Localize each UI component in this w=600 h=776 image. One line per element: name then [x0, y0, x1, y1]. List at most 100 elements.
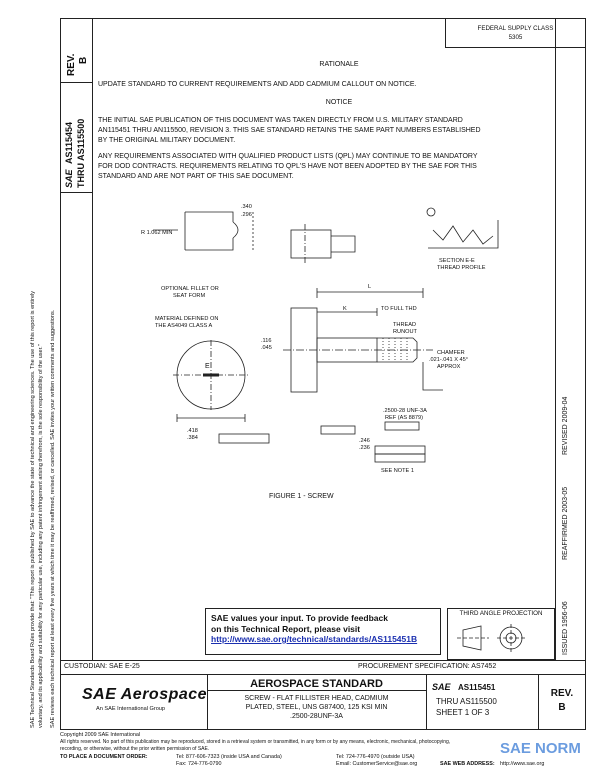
fcf-frame-4: [374, 453, 426, 463]
side-sae-prefix: SAE: [64, 169, 74, 188]
procurement-spec: PROCUREMENT SPECIFICATION: AS7452: [358, 663, 497, 670]
projection-box: [447, 608, 555, 660]
disclaimer-line1: SAE Technical Standards Board Rules prov…: [30, 290, 36, 728]
doc-prefix: SAE: [432, 682, 451, 692]
rights-line2: recording, or otherwise, without the pri…: [60, 746, 210, 752]
thread-profile-base: [428, 220, 499, 249]
material-label-1: MATERIAL DEFINED ON: [155, 316, 218, 322]
dim-384: .384: [187, 435, 198, 441]
header-stamp-box: [445, 18, 586, 48]
screw-shank-stub: [331, 235, 356, 253]
dim-296: .296: [241, 212, 252, 218]
tel-usa: Tel: 877-606-7323 (inside USA and Canada…: [176, 754, 282, 760]
dim-418: .418: [187, 428, 198, 434]
title-block-row1: [60, 674, 586, 675]
dim-l-label: L: [368, 284, 371, 290]
rights-line1: All rights reserved. No part of this pub…: [60, 739, 451, 745]
sae-aerospace-logo: SAE Aerospace: [82, 686, 208, 703]
email: Email: CustomerService@sae.org: [336, 761, 418, 767]
issued-label: ISSUED 1956-06: [562, 601, 569, 655]
tel-outside: Tel: 724-776-4970 (outside USA): [336, 754, 415, 760]
side-rev-label: REV.: [66, 53, 77, 76]
header-stamp-line2: 5305: [508, 34, 523, 41]
fcf-frame-2: [320, 425, 356, 435]
thread-spec-2: REF (AS 8879): [385, 415, 423, 421]
rev-value: B: [558, 702, 566, 713]
dim-236: .236: [359, 445, 370, 451]
disclaimer-line3: SAE reviews each technical report at lea…: [50, 309, 56, 728]
fcf-frame-3: [374, 445, 426, 455]
section-label-1: SECTION E-E: [439, 258, 475, 264]
material-label-2: THE AS4049 CLASS A: [155, 323, 212, 329]
side-doc-thru: THRU AS115500: [76, 118, 86, 188]
side-column-border: [92, 18, 93, 660]
desc-line1: SCREW - FLAT FILLISTER HEAD, CADMIUM: [244, 695, 389, 702]
side-rev-divider: [60, 82, 93, 83]
drawing-frame: [60, 18, 586, 730]
notice-line: BY THE ORIGINAL MILITARY DOCUMENT.: [98, 137, 236, 144]
desc-line2: PLATED, STEEL, UNS G87400, 125 KSI MIN: [245, 704, 388, 711]
notice-line: THE INITIAL SAE PUBLICATION OF THIS DOCU…: [98, 117, 463, 124]
chamfer-1: CHAMFER: [437, 350, 465, 356]
thread-profile: [432, 225, 494, 245]
right-column-border: [555, 18, 556, 660]
chamfer-leader: [422, 362, 443, 391]
notice-title: NOTICE: [325, 99, 353, 106]
title-block-top: [60, 660, 586, 661]
web-label: SAE WEB ADDRESS:: [440, 761, 495, 767]
projection-frustum: [462, 625, 482, 651]
title-block-h-standard: [207, 690, 426, 691]
side-doc-number: AS115454: [64, 121, 74, 164]
thread-label: TO FULL THD: [381, 306, 417, 312]
header-stamp-line1: FEDERAL SUPPLY CLASS: [477, 25, 554, 32]
screw-head-side: [290, 229, 332, 259]
custodian: CUSTODIAN: SAE E-25: [64, 663, 140, 670]
thread-runout-1: THREAD: [393, 322, 416, 328]
dim-k-label: K: [343, 306, 347, 312]
thread-profile-symbol: [426, 207, 436, 217]
desc-line3: .2500-28UNF-3A: [290, 713, 343, 720]
web-address[interactable]: http://www.sae.org: [500, 761, 545, 767]
copyright: Copyright 2009 SAE International: [60, 732, 141, 738]
dim-l-line: [316, 288, 424, 298]
r-label: R 1.062 MIN: [141, 230, 172, 236]
side-ids-divider: [60, 192, 93, 193]
chamfer-2: .021-.041 X 45°: [429, 357, 468, 363]
side-rev-value: B: [78, 56, 89, 64]
see-note: SEE NOTE 1: [381, 468, 414, 474]
standard-title: AEROSPACE STANDARD: [250, 678, 383, 690]
rationale-title: RATIONALE: [319, 61, 359, 68]
opt-label-2: SEAT FORM: [173, 293, 205, 299]
disclaimer-line2: voluntary, and its applicability and sui…: [38, 344, 44, 728]
e-label: E: [205, 363, 210, 370]
dim-116: .116: [261, 338, 271, 344]
projection-symbol: [457, 624, 527, 652]
dim-246: .246: [359, 438, 370, 444]
dim-k-line: [317, 308, 378, 316]
projection-label: THIRD ANGLE PROJECTION: [459, 610, 543, 617]
reaffirmed-label: REAFFIRMED 2003-05: [562, 486, 569, 560]
notice-line: FOR DOD CONTRACTS. REQUIREMENTS RELATING…: [98, 163, 477, 170]
dim-340: .340: [241, 204, 252, 210]
doc-number: AS115451: [458, 683, 496, 692]
feedback-link[interactable]: http://www.sae.org/technical/standards/A…: [211, 634, 418, 644]
section-label-2: THREAD PROFILE: [437, 265, 486, 271]
thread-runout-2: RUNOUT: [393, 329, 418, 335]
opt-label-1: OPTIONAL FILLET OR: [161, 286, 219, 292]
sae-norm-watermark: SAE NORM: [500, 740, 581, 757]
notice-line: ANY REQUIREMENTS ASSOCIATED WITH QUALIFI…: [98, 153, 478, 160]
dim-418-line: [176, 414, 246, 422]
feedback-line1: SAE values your input. To provide feedba…: [211, 613, 388, 623]
feedback-line2: on this Technical Report, please visit: [211, 623, 361, 634]
title-block-v1: [207, 674, 208, 730]
figure-caption: FIGURE 1 - SCREW: [269, 493, 334, 500]
notice-line: AN115451 THRU AN115500, REVISION 3. THIS…: [98, 127, 481, 134]
rationale-text: UPDATE STANDARD TO CURRENT REQUIREMENTS …: [98, 81, 417, 88]
notice-line: STANDARD AND ARE NOT PART OF THIS SAE DO…: [98, 173, 294, 180]
title-block-v3: [538, 674, 539, 730]
doc-thru: THRU AS115500: [436, 697, 497, 706]
fax: Fax: 724-776-0790: [176, 761, 222, 767]
fillet-detail-outline: [184, 211, 234, 251]
thread-spec-1: .2500-28 UNF-3A: [383, 408, 427, 414]
sheet-number: SHEET 1 OF 3: [436, 708, 490, 717]
